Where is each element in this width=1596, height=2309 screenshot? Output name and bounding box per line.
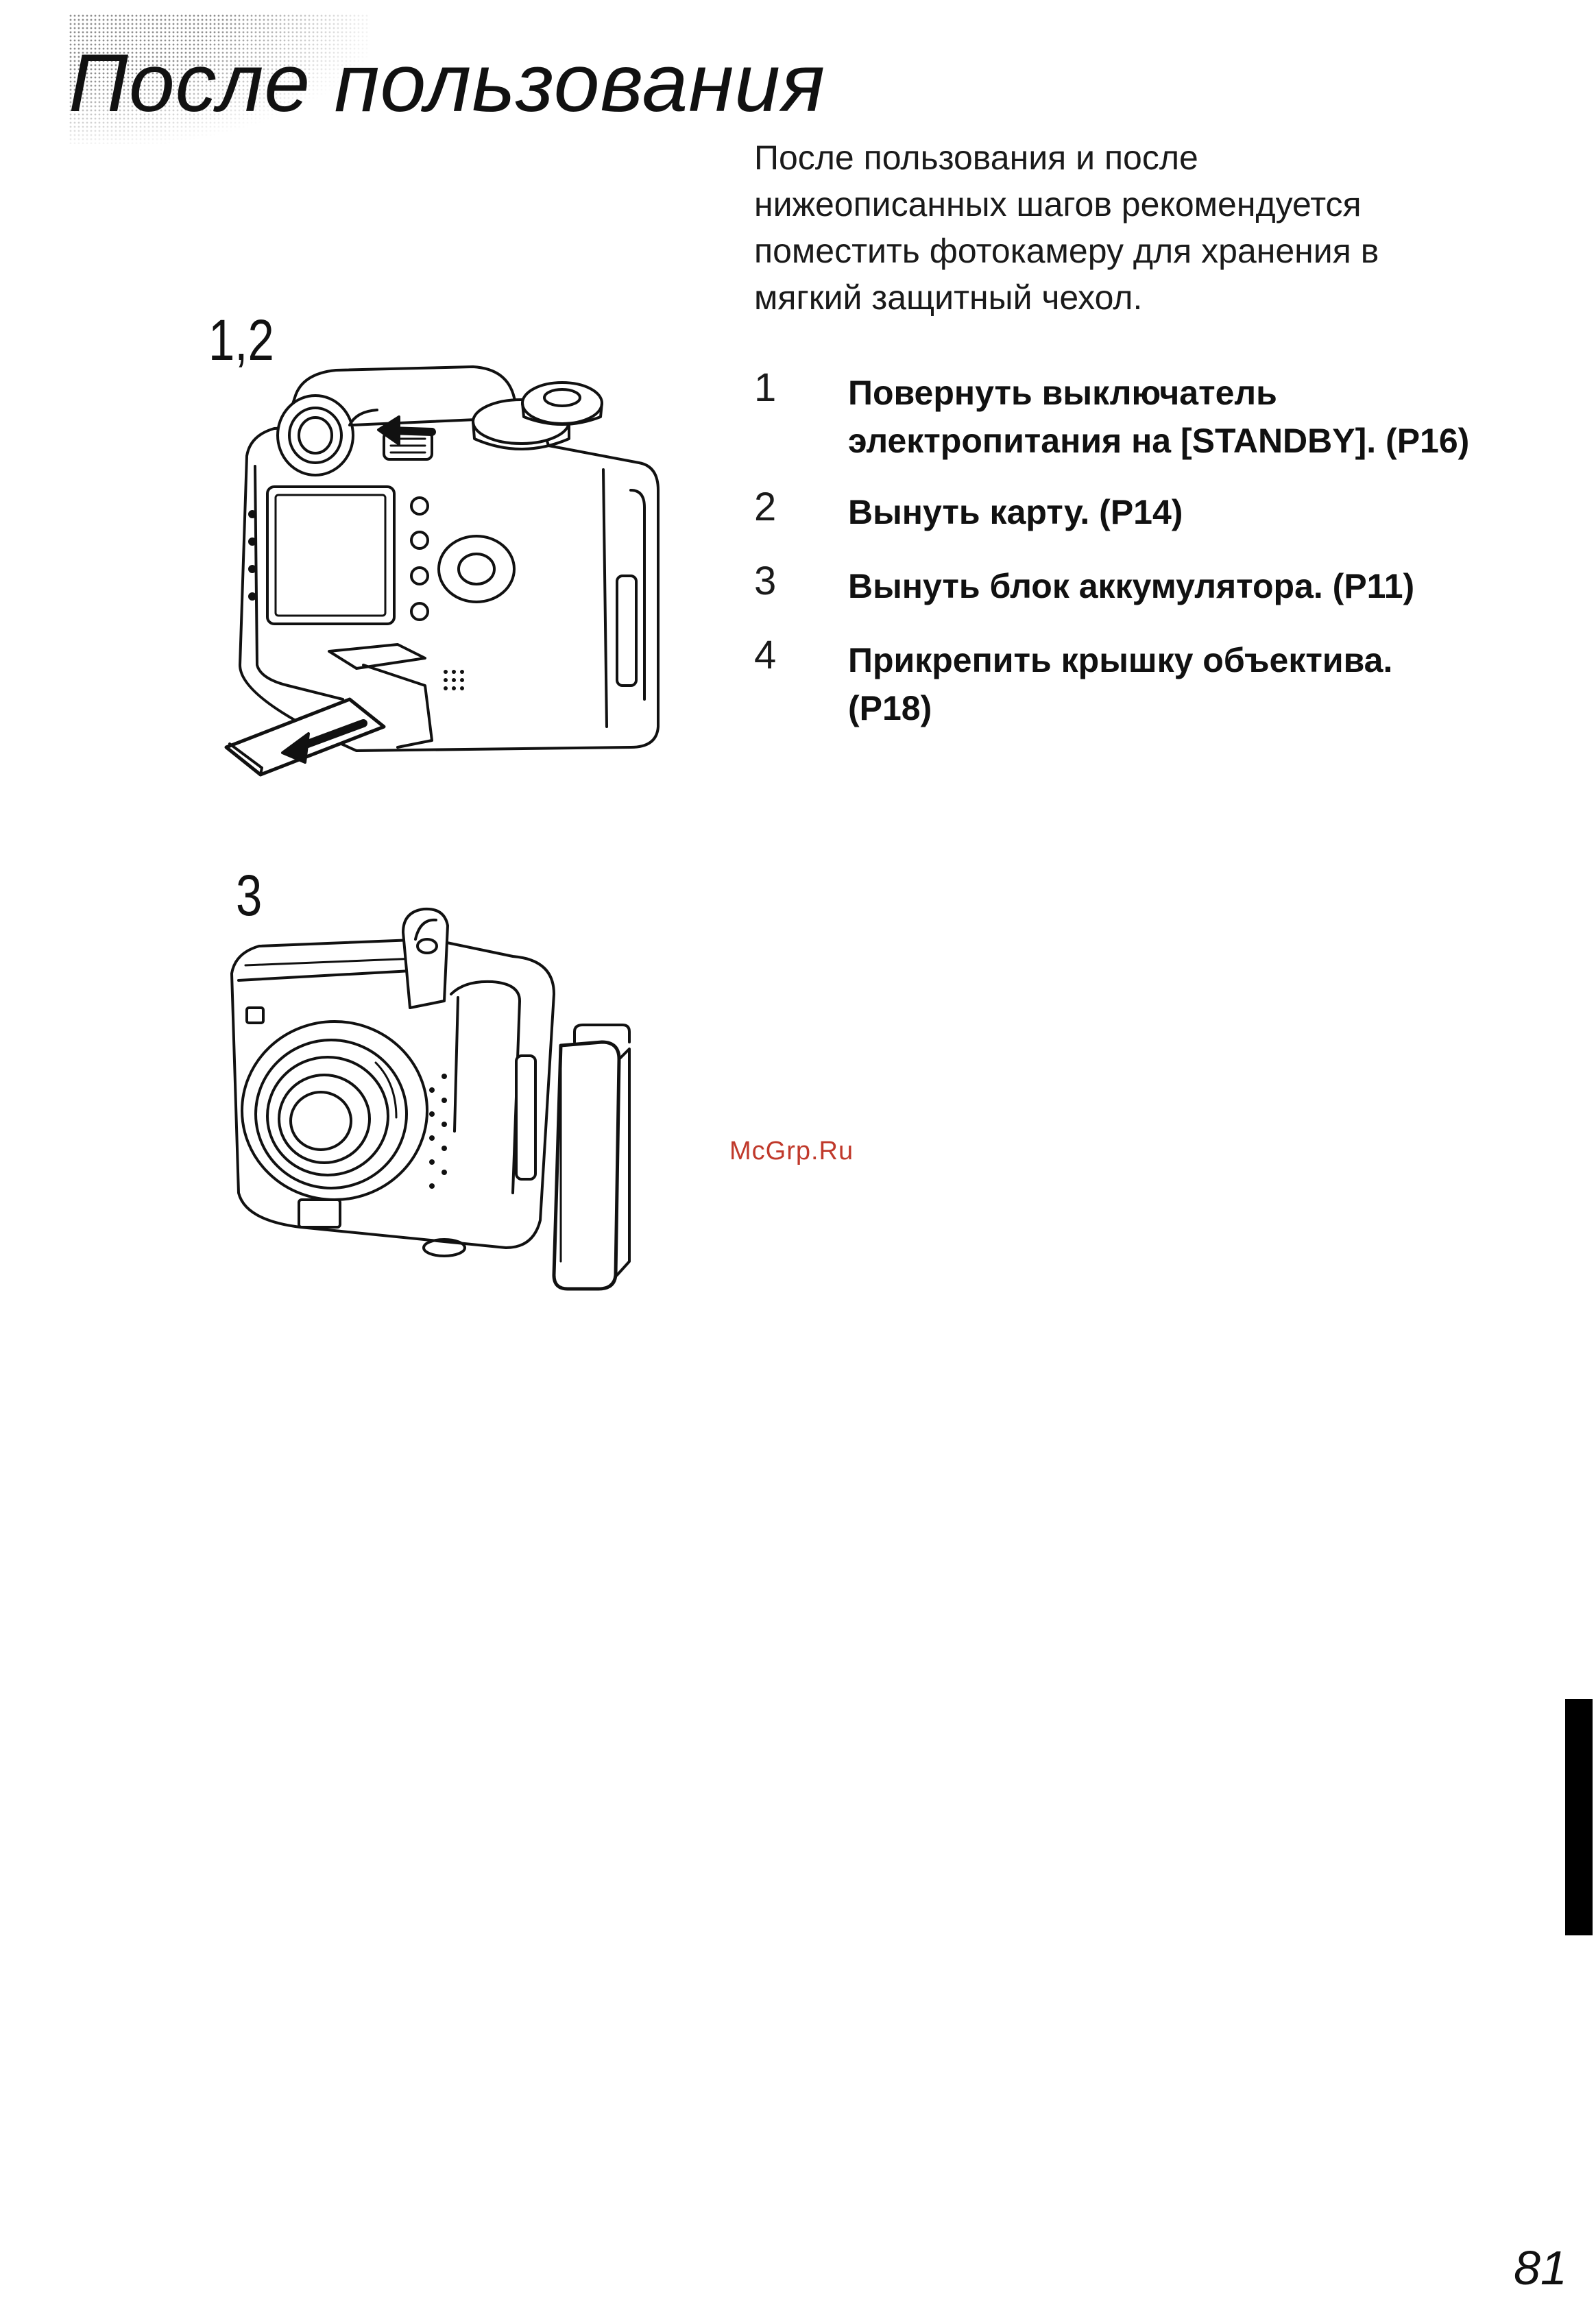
title-area xyxy=(69,14,891,151)
title-halftone-decoration xyxy=(69,14,370,144)
step-text: Прикрепить крышку объектива. (P18) xyxy=(848,636,1392,732)
step-line: Повернуть выключатель xyxy=(848,374,1277,412)
step-line: электропитания на [STANDBY]. (P16) xyxy=(848,422,1470,460)
step-number: 1 xyxy=(754,365,777,410)
intro-line: После пользования и после xyxy=(754,138,1198,177)
step-line: Прикрепить крышку объектива. xyxy=(848,641,1393,679)
step-text: Повернуть выключатель электропитания на … xyxy=(848,369,1469,465)
camera-back-illustration xyxy=(224,365,660,777)
step-number: 4 xyxy=(754,633,777,677)
figure-label: 1,2 xyxy=(208,308,274,372)
step-number: 3 xyxy=(754,559,777,603)
watermark: McGrp.Ru xyxy=(729,1137,854,1165)
step-text: Вынуть блок аккумулятора. (P11) xyxy=(848,562,1414,610)
intro-line: мягкий защитный чехол. xyxy=(754,278,1143,317)
page-number: 81 xyxy=(1514,2241,1567,2295)
step-line: (P18) xyxy=(848,689,932,727)
step-number: 2 xyxy=(754,485,777,529)
step-text: Вынуть карту. (P14) xyxy=(848,488,1183,536)
section-edge-tab xyxy=(1565,1699,1593,1935)
page-title: После пользования xyxy=(69,37,826,129)
step-line: Вынуть блок аккумулятора. (P11) xyxy=(848,567,1415,605)
intro-paragraph: После пользования и после нижеописанных … xyxy=(754,134,1522,321)
intro-line: поместить фотокамеру для хранения в xyxy=(754,232,1379,270)
step-line: Вынуть карту. (P14) xyxy=(848,493,1183,531)
camera-front-battery-illustration xyxy=(230,907,631,1291)
figure-label: 3 xyxy=(236,863,263,928)
intro-line: нижеописанных шагов рекомендуется xyxy=(754,185,1362,223)
